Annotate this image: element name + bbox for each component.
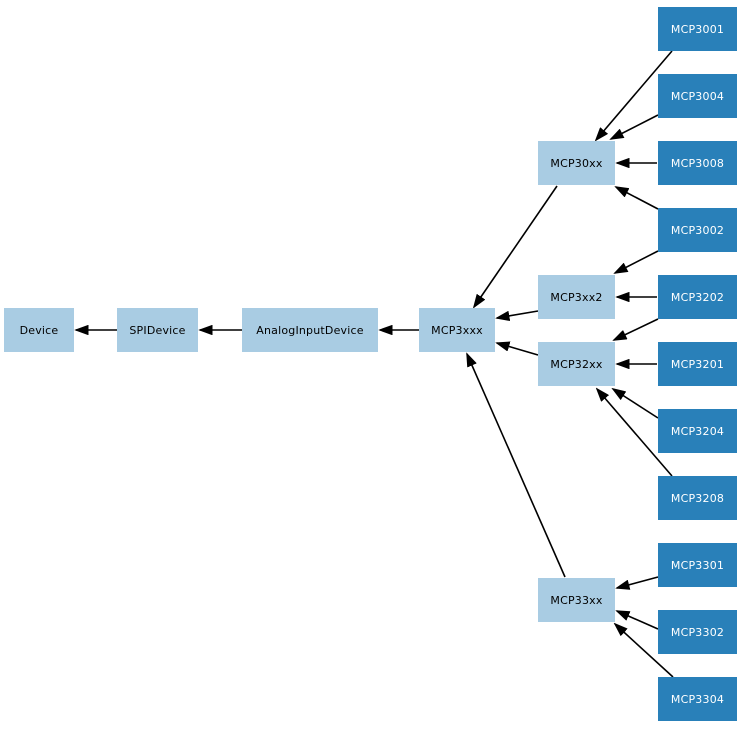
class-node-MCP33xx: MCP33xx bbox=[538, 578, 615, 622]
class-node-MCP3008: MCP3008 bbox=[658, 141, 737, 185]
class-node-MCP3208: MCP3208 bbox=[658, 476, 737, 520]
class-node-MCP3204: MCP3204 bbox=[658, 409, 737, 453]
class-node-MCP3002: MCP3002 bbox=[658, 208, 737, 252]
class-node-MCP30xx: MCP30xx bbox=[538, 141, 615, 185]
class-node-MCP3302: MCP3302 bbox=[658, 610, 737, 654]
inheritance-edge-MCP3301-to-MCP33xx bbox=[617, 576, 659, 588]
inheritance-edge-MCP30xx-to-MCP3xxx bbox=[474, 185, 558, 307]
class-node-MCP32xx: MCP32xx bbox=[538, 342, 615, 386]
inheritance-edge-MCP3302-to-MCP33xx bbox=[617, 611, 659, 630]
inheritance-edge-MCP32xx-to-MCP3xxx bbox=[497, 343, 539, 356]
inheritance-edge-MCP3204-to-MCP32xx bbox=[613, 389, 659, 419]
inheritance-edge-MCP3004-to-MCP30xx bbox=[611, 114, 659, 139]
inheritance-edge-MCP3xx2-to-MCP3xxx bbox=[497, 310, 539, 318]
class-node-MCP3304: MCP3304 bbox=[658, 677, 737, 721]
inheritance-edge-MCP3001-to-MCP30xx bbox=[596, 50, 673, 140]
class-node-MCP3201: MCP3201 bbox=[658, 342, 737, 386]
class-node-MCP3xx2: MCP3xx2 bbox=[538, 275, 615, 319]
class-node-MCP3202: MCP3202 bbox=[658, 275, 737, 319]
inheritance-edge-MCP33xx-to-MCP3xxx bbox=[467, 354, 566, 578]
class-node-MCP3301: MCP3301 bbox=[658, 543, 737, 587]
class-node-AnalogInputDevice: AnalogInputDevice bbox=[242, 308, 378, 352]
class-node-MCP3xxx: MCP3xxx bbox=[419, 308, 495, 352]
inheritance-edge-MCP3304-to-MCP33xx bbox=[615, 624, 674, 678]
inheritance-edge-MCP3002-to-MCP30xx bbox=[616, 187, 659, 210]
class-node-MCP3001: MCP3001 bbox=[658, 7, 737, 51]
class-node-Device: Device bbox=[4, 308, 74, 352]
class-node-MCP3004: MCP3004 bbox=[658, 74, 737, 118]
class-node-SPIDevice: SPIDevice bbox=[117, 308, 198, 352]
inheritance-edge-MCP3202-to-MCP32xx bbox=[614, 318, 659, 340]
inheritance-edge-MCP3208-to-MCP32xx bbox=[597, 389, 673, 477]
inheritance-edge-MCP3002-to-MCP3xx2 bbox=[615, 250, 659, 273]
